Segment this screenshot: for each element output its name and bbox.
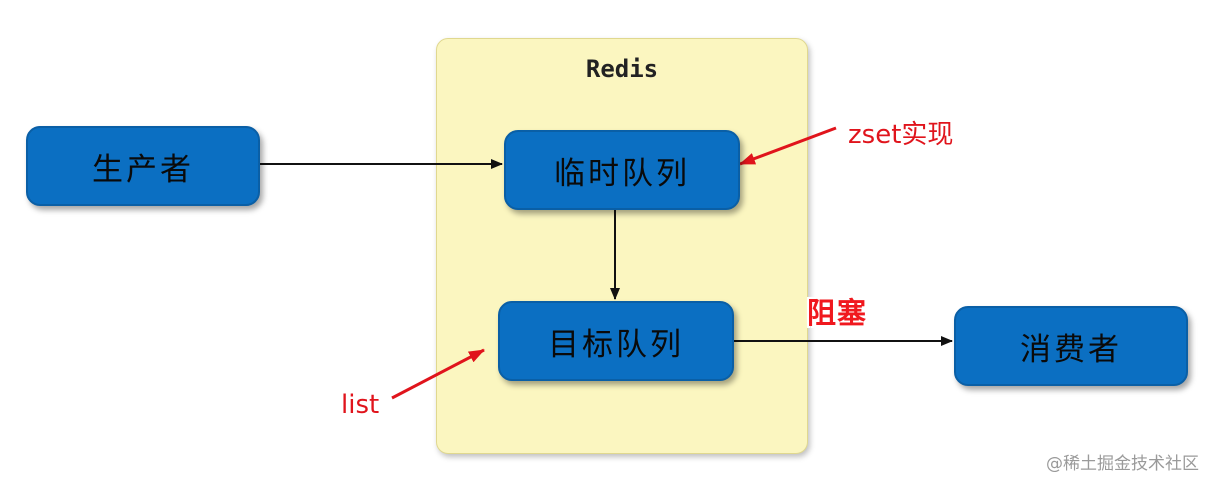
block-annotation: 阻塞 (807, 296, 868, 330)
zset-annotation: zset实现 (848, 120, 954, 150)
list-annotation: list (341, 390, 380, 420)
producer-node: 生产者 (26, 126, 260, 206)
list-pointer-arrow (391, 348, 485, 400)
zset-pointer-arrow (739, 126, 837, 166)
watermark: @稀土掘金技术社区 (1046, 454, 1199, 474)
redis-container: Redis (436, 38, 808, 454)
consumer-node: 消费者 (954, 306, 1188, 386)
target-queue-node: 目标队列 (498, 301, 734, 381)
redis-title: Redis (585, 55, 659, 83)
temp-queue-node: 临时队列 (504, 130, 740, 210)
